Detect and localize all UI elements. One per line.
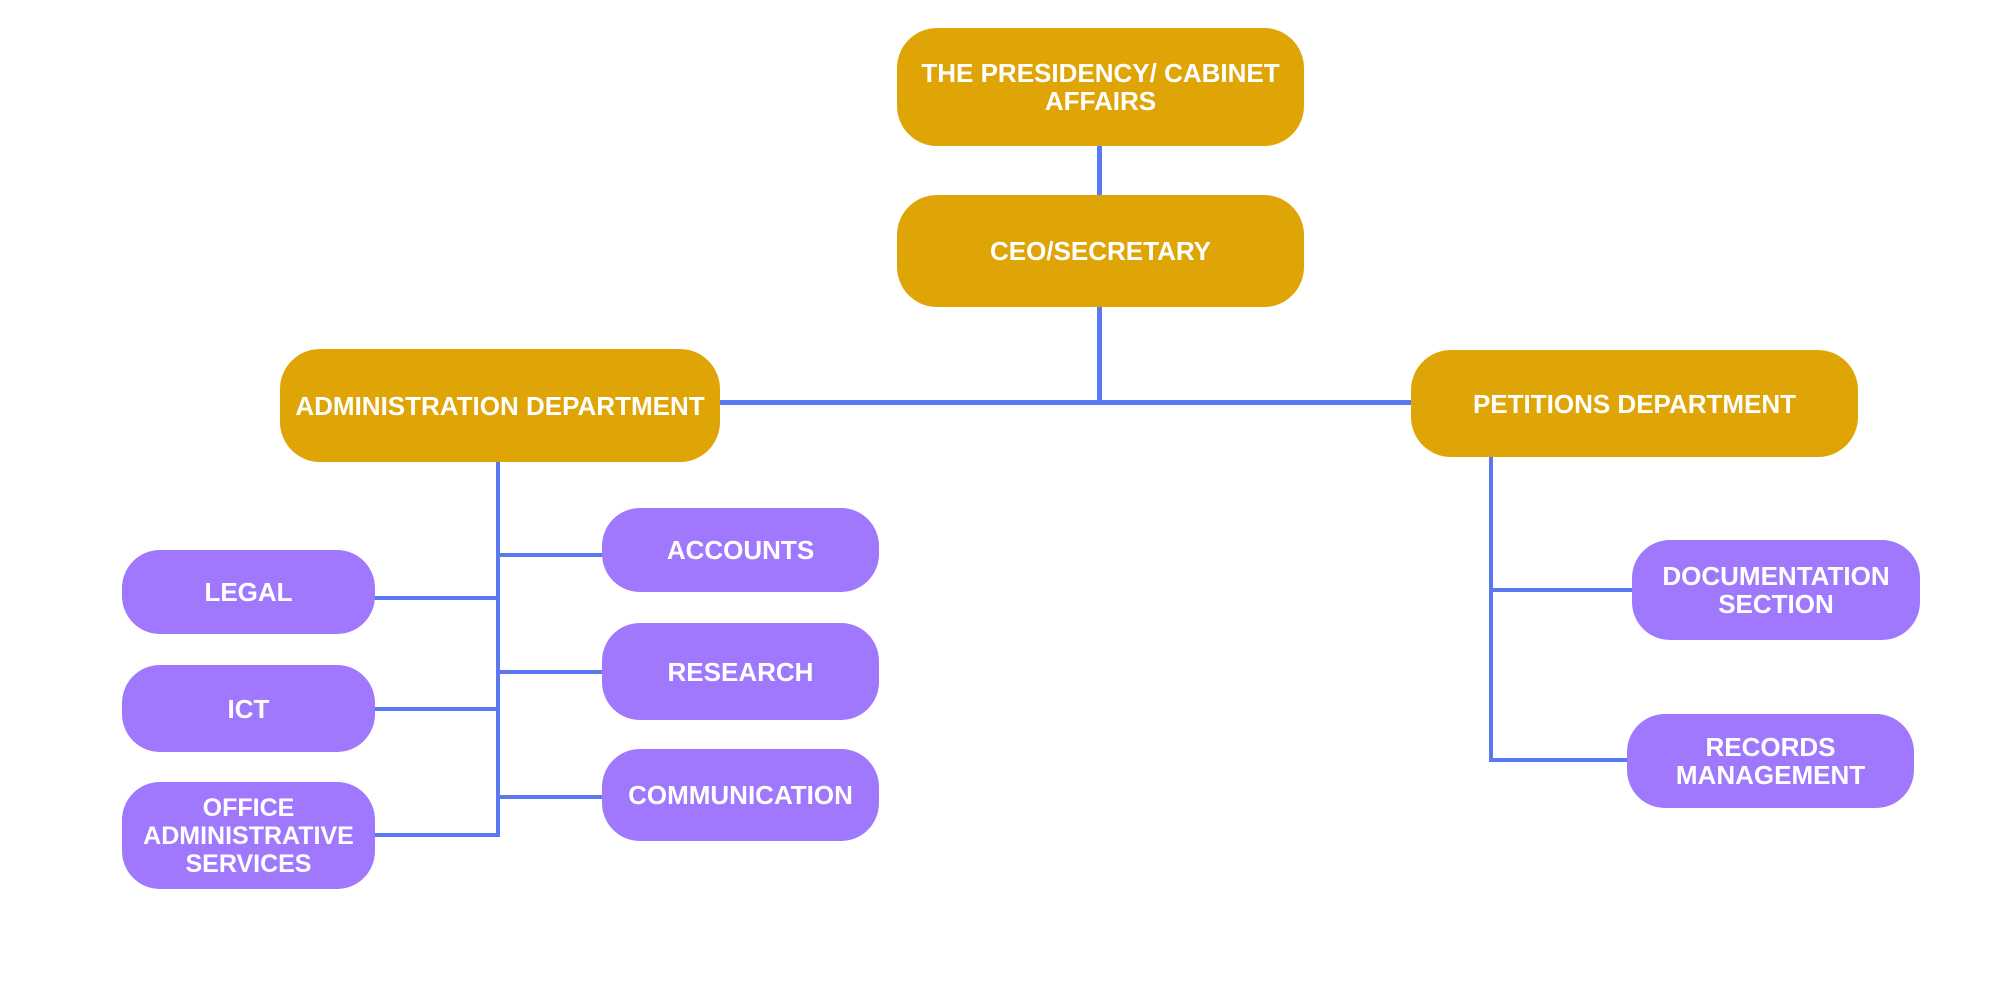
connector-research: [496, 670, 604, 674]
node-ict: ICT: [122, 665, 375, 752]
connector-communication: [496, 795, 604, 799]
connector-accounts: [496, 553, 604, 557]
node-ceo-secretary: CEO/SECRETARY: [897, 195, 1304, 307]
node-records-management: RECORDS MANAGEMENT: [1627, 714, 1914, 808]
connector-documentation: [1489, 588, 1634, 592]
node-administration-department: ADMINISTRATION DEPARTMENT: [280, 349, 720, 462]
connector-petitions-trunk: [1489, 455, 1493, 760]
connector-department-bar: [718, 400, 1413, 405]
connector-presidency-ceo: [1097, 145, 1102, 195]
node-petitions-department: PETITIONS DEPARTMENT: [1411, 350, 1858, 457]
node-office-administrative-services: OFFICE ADMINISTRATIVE SERVICES: [122, 782, 375, 889]
node-research: RESEARCH: [602, 623, 879, 720]
connector-admin-trunk: [496, 460, 500, 837]
node-documentation-section: DOCUMENTATION SECTION: [1632, 540, 1920, 640]
node-presidency: THE PRESIDENCY/ CABINET AFFAIRS: [897, 28, 1304, 146]
connector-ict: [372, 707, 500, 711]
connector-office-admin: [372, 833, 500, 837]
connector-legal: [372, 596, 500, 600]
connector-ceo-down: [1097, 305, 1102, 403]
node-communication: COMMUNICATION: [602, 749, 879, 841]
node-accounts: ACCOUNTS: [602, 508, 879, 592]
connector-records: [1489, 758, 1629, 762]
node-legal: LEGAL: [122, 550, 375, 634]
